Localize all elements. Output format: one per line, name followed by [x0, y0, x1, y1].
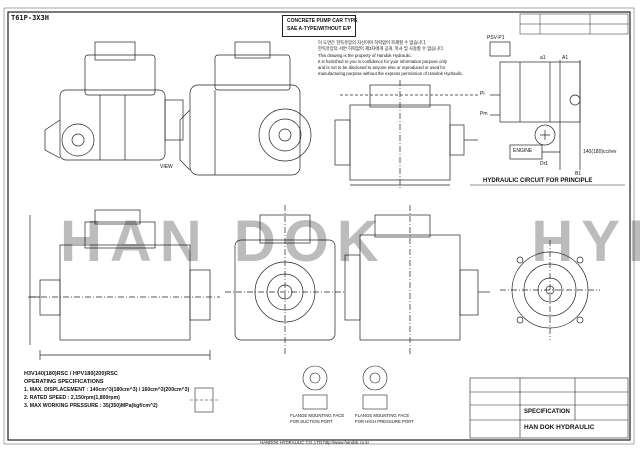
view-label: VIEW [160, 164, 173, 170]
notice-english-3: and is not to be disclosed to anyone els… [318, 65, 446, 70]
label-engine: ENGINE [513, 148, 533, 154]
flange-detail-pressure [302, 365, 388, 410]
doc-type: SPECIFICATION [524, 409, 570, 415]
flange-right-1: FLANGE MOUNTING FACE [355, 413, 410, 418]
flange-detail-suction [190, 387, 218, 413]
front-elevation [28, 209, 220, 360]
end-view-middle [225, 205, 345, 355]
label-a1-lower: a1 [540, 55, 546, 61]
flange-left-2: FOR SUCTION PORT [290, 419, 333, 424]
company-contact: HANDOK HYDRAULIC CO.,LTD http://www.hand… [260, 440, 370, 445]
corner-code: T61P-3X3H [11, 14, 49, 22]
title-block [469, 377, 629, 439]
isometric-view-front [179, 41, 312, 176]
title-line-1: CONCRETE PUMP CAR TYPE [287, 18, 358, 24]
title-line-2: SAE A-TYPE/WITHOUT E/P [287, 26, 351, 32]
notice-korean-2: 한독유압의 서면 허락없이 제3자에게 공개, 복사 및 사용할 수 없습니다. [318, 46, 445, 51]
circuit-caption: HYDRAULIC CIRCUIT FOR PRINCIPLE [483, 178, 593, 184]
hydraulic-circuit [489, 41, 581, 170]
flange-end-view [500, 240, 600, 340]
company-name: HAN DOK HYDRAULIC [524, 424, 595, 431]
spec-item-3: 3. MAX WORKING PRESSURE : 35(350)MPa(kgf… [24, 403, 158, 409]
label-pm: Pm [480, 111, 488, 117]
notice-korean-1: 이 도면은 한독유압의 자산이며 허락없이 복제할 수 없습니다. [318, 40, 427, 45]
label-a1-upper: A1 [562, 55, 569, 61]
watermark: HAN DOK HYD [60, 209, 640, 274]
revision-table [519, 13, 629, 35]
flange-right-2: FOR HIGH PRESSURE PORT [355, 419, 414, 424]
notice-english-4: manufacturing purpose without the expres… [318, 71, 464, 76]
label-b1: B1 [575, 171, 582, 177]
spec-item-1: 1. MAX. DISPLACEMENT : 140cm^3(180cm^3) … [24, 387, 190, 393]
spec-item-2: 2. RATED SPEED : 2,150rpm(1,800rpm) [24, 395, 120, 401]
spec-model: H3V140(180)RSC / HPV180(200)RSC [24, 371, 118, 377]
label-dr1: Dr1 [540, 161, 549, 167]
title-box: CONCRETE PUMP CAR TYPE SAE A-TYPE/WITHOU… [282, 15, 358, 37]
label-pi: Pi [480, 91, 485, 97]
side-elevation [344, 205, 490, 355]
sheet-frame [7, 11, 631, 441]
label-psv: PSV-P1 [487, 35, 505, 41]
side-view-top [334, 80, 480, 190]
isometric-view-rear [44, 41, 184, 161]
flange-left-1: FLANGE MOUNTING FACE [290, 413, 345, 418]
notice-english-2: It is furnished to you in confidence for… [318, 59, 447, 64]
spec-heading: OPERATING SPECIFICATIONS [24, 379, 104, 385]
notice-english-1: This drawing is the property of Handok H… [318, 53, 412, 58]
label-speed: 140(180)cc/rev [583, 149, 617, 155]
sheet-outer-border [3, 7, 635, 445]
